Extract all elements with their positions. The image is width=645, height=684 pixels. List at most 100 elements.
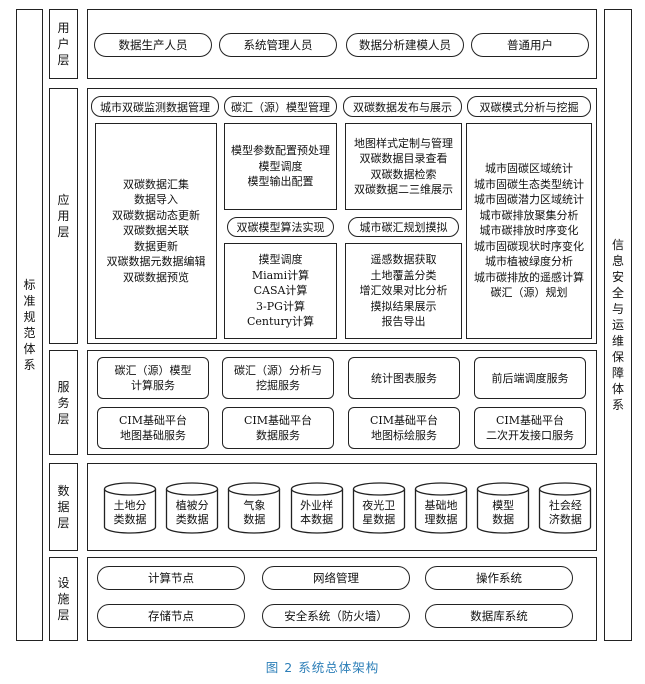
app-header-sink-planning: 城市碳汇规划摸拟 — [348, 217, 459, 237]
model-algorithm-item-line: CASA计算 — [253, 284, 308, 298]
security-pillar-line: 息 — [611, 254, 624, 268]
layer-app-line: 层 — [57, 225, 70, 239]
analysis-item-line: 城市固碳生态类型统计 — [474, 177, 584, 191]
service-label-line: 数据服务 — [256, 429, 300, 442]
security-pillar-line: 体 — [611, 382, 624, 396]
service-label-line: 统计图表服务 — [371, 371, 437, 385]
app-header-publish: 双碳数据发布与展示 — [343, 96, 462, 117]
monitoring-item-line: 双碳数据关联 — [123, 224, 189, 238]
model-config-item-line: 模型输出配置 — [247, 175, 314, 189]
layer-label-infra-text: 设施层 — [49, 557, 78, 641]
data-store-label-line: 济数据 — [548, 513, 582, 526]
data-store-meteorological: 气象数据 — [227, 482, 281, 534]
standards-pillar-line: 标 — [23, 278, 36, 292]
security-pillar-line: 保 — [611, 350, 624, 364]
infra-compute-node: 计算节点 — [97, 566, 245, 590]
data-store-label: 外业样本数据 — [290, 494, 344, 532]
data-store-label-line: 类数据 — [175, 513, 209, 526]
security-pillar-line: 障 — [611, 366, 624, 380]
app-panel-analysis: 城市固碳区域统计城市固碳生态类型统计城市固碳潜力区域统计城市碳排放聚集分析城市碳… — [466, 123, 592, 339]
data-store-label-line: 星数据 — [362, 513, 396, 526]
analysis-item-line: 城市植被绿度分析 — [485, 255, 573, 269]
analysis-item-line: 城市碳排放时序变化 — [479, 224, 579, 238]
sink-planning-item-line: 遥感数据获取 — [370, 253, 437, 267]
user-role-general-user: 普通用户 — [471, 33, 589, 57]
data-store-nighttime-light: 夜光卫星数据 — [352, 482, 406, 534]
app-panel-model-config: 模型参数配置预处理模型调度模型输出配置 — [224, 123, 337, 210]
analysis-item-line: 城市固碳区域统计 — [485, 162, 573, 176]
publish-item-line: 双碳数据检索 — [370, 167, 437, 181]
app-header-model-algorithms: 双碳模型算法实现 — [227, 217, 334, 237]
analysis-item-line: 城市碳排放聚集分析 — [479, 208, 579, 222]
app-panel-publish: 地图样式定制与管理双碳数据目录查看双碳数据检索双碳数据二三维展示 — [345, 123, 462, 210]
service-label-line: CIM基础平台 — [243, 414, 313, 427]
infra-security-firewall: 安全系统（防火墙） — [262, 604, 410, 628]
data-store-basic-geographic: 基础地理数据 — [414, 482, 468, 534]
service-cim-sdk: CIM基础平台二次开发接口服务 — [474, 407, 586, 449]
layer-service-line: 层 — [57, 411, 70, 426]
data-store-vegetation-classification: 植被分类数据 — [165, 482, 219, 534]
service-cim-data: CIM基础平台数据服务 — [222, 407, 334, 449]
analysis-item-line: 城市碳排放的遥感计算 — [474, 270, 584, 284]
database-cylinder-icon — [166, 482, 219, 534]
standards-pillar-label: 标准规范体系 — [16, 9, 43, 641]
security-pillar-line: 全 — [611, 286, 624, 300]
data-store-label: 模型数据 — [476, 494, 530, 532]
layer-app-line: 用 — [57, 209, 70, 223]
service-label-line: 碳汇（源）分析与 — [234, 364, 322, 377]
service-label-line: 地图标绘服务 — [371, 429, 437, 442]
standards-pillar-line: 体 — [23, 342, 36, 356]
layer-data-line: 数 — [57, 484, 70, 498]
sink-planning-item-line: 增汇效果对比分析 — [359, 284, 448, 298]
service-label-line: 碳汇（源）模型 — [114, 364, 192, 377]
data-store-label: 社会经济数据 — [538, 494, 592, 532]
layer-label-service — [49, 350, 78, 455]
model-algorithm-item-line: 摸型调度 — [258, 253, 303, 267]
service-label-line: CIM基础平台 — [369, 414, 439, 427]
standards-pillar — [16, 9, 43, 641]
data-store-label-line: 本数据 — [300, 513, 334, 526]
layer-user-line: 用 — [57, 21, 70, 35]
app-header-monitoring: 城市双碳监测数据管理 — [91, 96, 219, 117]
service-label-line: 计算服务 — [131, 379, 175, 392]
database-cylinder-icon — [477, 482, 530, 534]
standards-pillar-line: 系 — [23, 358, 36, 372]
data-store-label-line: 数据 — [492, 513, 515, 526]
data-store-label: 气象数据 — [227, 494, 281, 532]
publish-item-line: 双碳数据二三维展示 — [354, 183, 453, 196]
service-carbon-model-compute: 碳汇（源）模型计算服务 — [97, 357, 209, 399]
sink-planning-item-line: 报告导出 — [381, 315, 426, 329]
monitoring-item-line: 双碳数据汇集 — [123, 177, 189, 191]
sink-planning-item-line: 摸拟结果展示 — [370, 299, 437, 313]
database-cylinder-icon — [290, 482, 343, 534]
layer-label-app-text: 应用层 — [49, 88, 78, 344]
layer-user-line: 层 — [57, 53, 70, 67]
model-config-item-line: 模型参数配置预处理 — [231, 144, 330, 158]
layer-service-line: 服 — [57, 379, 70, 394]
app-panel-sink-planning: 遥感数据获取土地覆盖分类增汇效果对比分析摸拟结果展示报告导出 — [345, 243, 462, 339]
security-pillar-label: 信息安全与运维保障体系 — [604, 9, 632, 641]
model-algorithm-item-line: Century计算 — [247, 315, 314, 329]
security-pillar — [604, 9, 632, 641]
security-pillar-line: 信 — [611, 238, 624, 252]
layer-service-line: 务 — [57, 395, 70, 410]
data-store-field-sample: 外业样本数据 — [290, 482, 344, 534]
layer-infra-line: 设 — [57, 576, 70, 590]
infra-operating-system: 操作系统 — [425, 566, 573, 590]
app-panel-monitoring: 双碳数据汇集数据导入双碳数据动态更新双碳数据关联数据更新双碳数据元数据编辑双碳数… — [95, 123, 217, 339]
security-pillar-line: 维 — [611, 334, 624, 348]
data-store-label: 植被分类数据 — [165, 494, 219, 532]
infra-storage-node: 存储节点 — [97, 604, 245, 628]
publish-item-line: 地图样式定制与管理 — [354, 136, 453, 150]
layer-app-line: 应 — [57, 193, 70, 207]
layer-data-line: 层 — [57, 516, 70, 530]
data-store-label-line: 夜光卫 — [362, 499, 396, 512]
infra-network-management: 网络管理 — [262, 566, 410, 590]
layer-label-user-text: 用户层 — [49, 9, 78, 79]
data-store-label: 夜光卫星数据 — [352, 494, 406, 532]
monitoring-item-line: 双碳数据动态更新 — [112, 208, 200, 222]
database-cylinder-icon — [539, 482, 592, 534]
data-store-label: 土地分类数据 — [103, 494, 157, 532]
standards-pillar-line: 规 — [23, 310, 36, 324]
data-store-label-line: 植被分 — [175, 499, 209, 512]
